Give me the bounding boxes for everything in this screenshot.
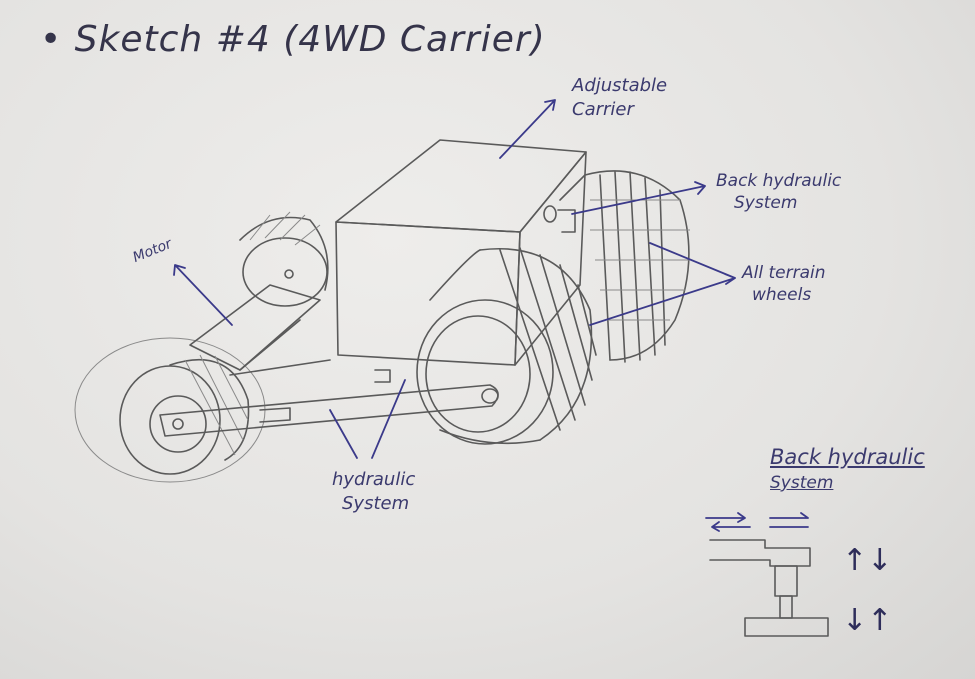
front-left-wheel — [239, 211, 329, 307]
detail-hydraulic-diagram — [705, 512, 829, 637]
label-wheels-line2: wheels — [752, 285, 812, 305]
label-hyd-line2: System — [342, 493, 410, 514]
ground-shadow — [74, 337, 266, 483]
sketch-title: • Sketch #4 (4WD Carrier) — [40, 19, 546, 60]
back-hydraulic-fitting — [543, 205, 576, 233]
label-wheels-line1: All terrain — [742, 263, 826, 283]
detail-title-line2: System — [770, 473, 834, 493]
label-all-terrain-wheels: All terrain wheels — [742, 262, 826, 306]
label-carrier-line1: Adjustable — [572, 75, 668, 96]
carrier-box — [335, 139, 587, 366]
label-carrier-line2: Carrier — [572, 99, 634, 120]
hydraulic-link — [159, 359, 499, 437]
label-hyd-line1: hydraulic — [332, 469, 416, 490]
annotation-arrows — [173, 99, 736, 459]
detail-title-line1: Back hydraulic — [770, 445, 925, 469]
label-adjustable-carrier: Adjustable Carrier — [572, 74, 667, 122]
detail-arrows-down: ↓↑ — [842, 603, 893, 638]
label-back-hydraulic: Back hydraulic System — [716, 170, 841, 214]
label-back-hyd-line2: System — [734, 193, 798, 213]
label-hydraulic-system: hydraulic System — [332, 468, 415, 516]
motor-arm — [189, 284, 321, 371]
rear-left-wheel — [119, 354, 250, 475]
front-right-wheel — [416, 247, 597, 445]
detail-arrows-up: ↑↓ — [842, 543, 893, 578]
detail-title: Back hydraulic System — [770, 444, 925, 496]
label-back-hyd-line1: Back hydraulic — [716, 171, 842, 191]
